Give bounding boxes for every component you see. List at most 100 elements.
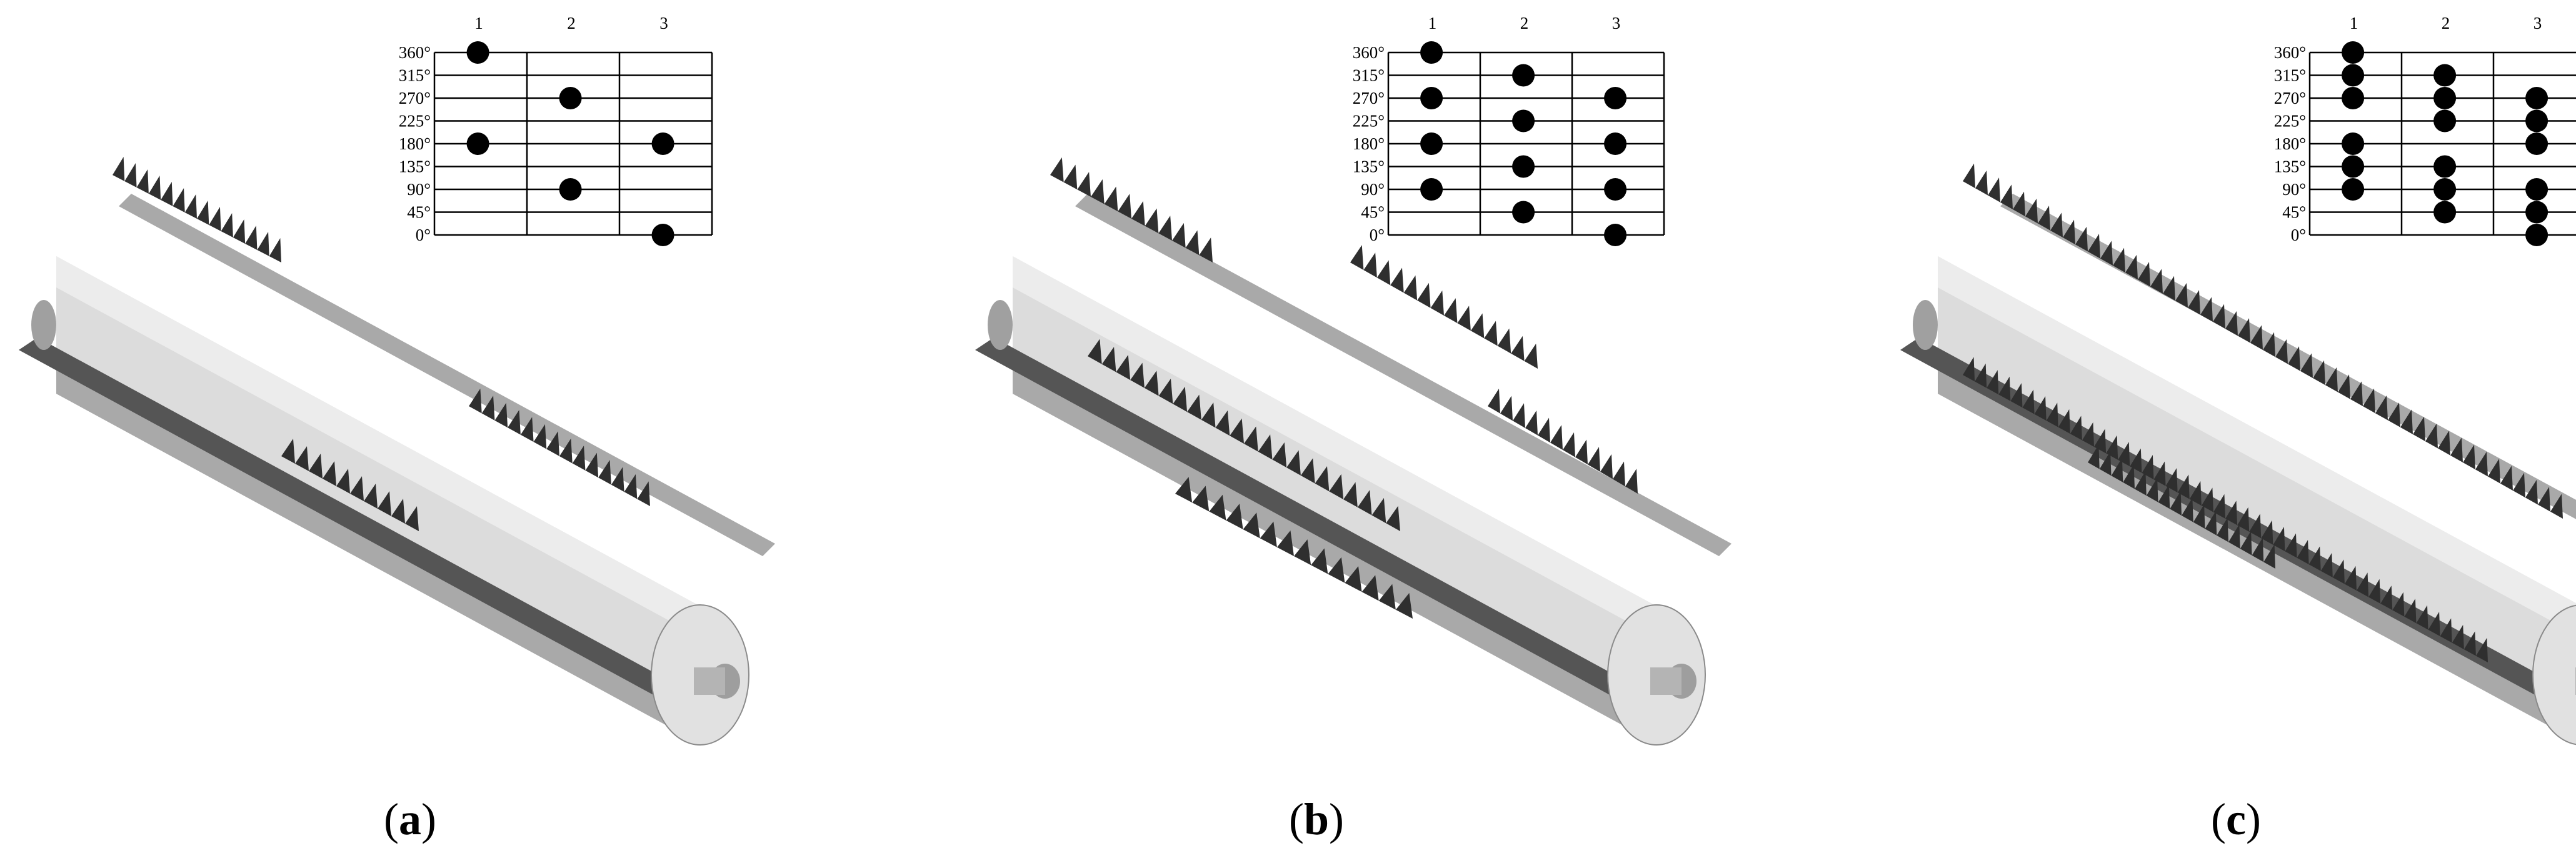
tooth-position-dot (2433, 64, 2457, 87)
column-label: 3 (2533, 14, 2542, 32)
tooth-position-dot (2433, 87, 2457, 109)
column-label: 1 (474, 14, 483, 32)
angle-label: 135° (399, 157, 431, 176)
caption-open: ( (384, 794, 399, 844)
tooth-position-dot (2525, 178, 2548, 201)
angle-label: 315° (1353, 66, 1385, 85)
rear-fin (119, 194, 775, 556)
roller-rod-illustration (975, 157, 1732, 746)
angle-label: 225° (2274, 112, 2306, 131)
tooth-position-dot (1512, 155, 1535, 178)
angle-label: 270° (2274, 89, 2306, 107)
angle-label: 45° (2282, 203, 2306, 222)
left-shaft (1913, 300, 1938, 350)
lower-fin (19, 337, 681, 700)
tooth-position-dot (2525, 87, 2548, 109)
angle-label: 225° (399, 112, 431, 131)
tooth-position-dot (2342, 132, 2365, 155)
angle-label: 45° (1361, 203, 1385, 222)
tooth-position-dot (2433, 109, 2457, 132)
tooth-position-dot (1512, 201, 1535, 224)
tooth-row-1 (1050, 157, 1213, 262)
column-label: 3 (659, 14, 668, 32)
tooth-position-dot (1420, 87, 1443, 109)
tooth-position-dot (1604, 224, 1627, 246)
tooth-position-dot (2525, 201, 2548, 224)
tooth-position-dot (1420, 132, 1443, 155)
tooth-position-dot (1604, 178, 1627, 201)
panel-caption: (c) (2211, 794, 2261, 844)
angle-label: 225° (1353, 112, 1385, 131)
angle-label: 90° (1361, 180, 1385, 199)
tooth-position-dot (1420, 41, 1443, 64)
angle-label: 0° (2291, 226, 2306, 244)
angle-label: 45° (407, 203, 431, 222)
left-shaft (31, 300, 56, 350)
angle-label: 270° (399, 89, 431, 107)
tooth-row-5 (1175, 477, 1413, 619)
tooth-position-dot (466, 41, 489, 64)
angle-label: 360° (399, 43, 431, 62)
roller-rod-illustration (19, 157, 775, 746)
roller-rod-illustration (1900, 163, 2576, 746)
caption-open: ( (2211, 794, 2226, 844)
caption-letter: a (399, 794, 421, 844)
panel-a: 360° 315° 270° 225° 180° 135° 90° 45° 0° 1 2 3 (a) (19, 14, 775, 844)
angle-label: 135° (2274, 157, 2306, 176)
angle-label: 180° (1353, 134, 1385, 153)
column-label: 2 (2442, 14, 2450, 32)
angle-label: 270° (1353, 89, 1385, 107)
tooth-row-2 (469, 388, 650, 506)
caption-close: ) (1329, 794, 1344, 844)
lower-fin (975, 337, 1638, 700)
tooth-row-3 (2088, 444, 2275, 569)
tooth-position-dot (1604, 132, 1627, 155)
tooth-position-dot (2342, 64, 2365, 87)
angle-label: 90° (2282, 180, 2306, 199)
column-label: 2 (567, 14, 576, 32)
rod-highlight (1013, 256, 1656, 637)
angle-label: 180° (2274, 134, 2306, 153)
rod-highlight (56, 256, 700, 637)
column-label: 1 (1428, 14, 1437, 32)
panel-caption: (b) (1289, 794, 1344, 844)
angle-label: 315° (399, 66, 431, 85)
column-label: 3 (1612, 14, 1621, 32)
caption-close: ) (421, 794, 436, 844)
angle-label: 90° (407, 180, 431, 199)
tooth-position-dot (2525, 224, 2548, 246)
tooth-position-dot (2342, 87, 2365, 109)
tooth-position-dot (559, 87, 582, 109)
caption-close: ) (2246, 794, 2261, 844)
tooth-row-2 (1350, 245, 1538, 369)
tooth-position-dot (1420, 178, 1443, 201)
angle-label: 360° (2274, 43, 2306, 62)
phase-angle-grid: 360° 315° 270° 225° 180° 135° 90° 45° 0° 1 2 3 (399, 14, 713, 246)
tooth-row-1 (113, 157, 281, 262)
tooth-row-1 (1963, 163, 2563, 519)
tooth-position-dot (2342, 178, 2365, 201)
rear-fin (1075, 194, 1732, 556)
shaft (694, 667, 725, 695)
tooth-position-dot (651, 224, 674, 246)
tooth-row-3 (281, 439, 419, 531)
tooth-row-2 (1963, 357, 2488, 662)
angle-label: 0° (1370, 226, 1385, 244)
column-label: 2 (1520, 14, 1529, 32)
tooth-position-dot (466, 132, 489, 155)
tooth-position-dot (2433, 178, 2457, 201)
left-shaft (988, 300, 1013, 350)
column-label: 1 (2350, 14, 2358, 32)
tooth-position-dot (2342, 41, 2365, 64)
caption-open: ( (1289, 794, 1304, 844)
angle-label: 180° (399, 134, 431, 153)
tooth-position-dot (2525, 109, 2548, 132)
angle-label: 0° (416, 226, 431, 244)
tooth-row-3 (1488, 388, 1638, 494)
caption-letter: c (2226, 794, 2246, 844)
